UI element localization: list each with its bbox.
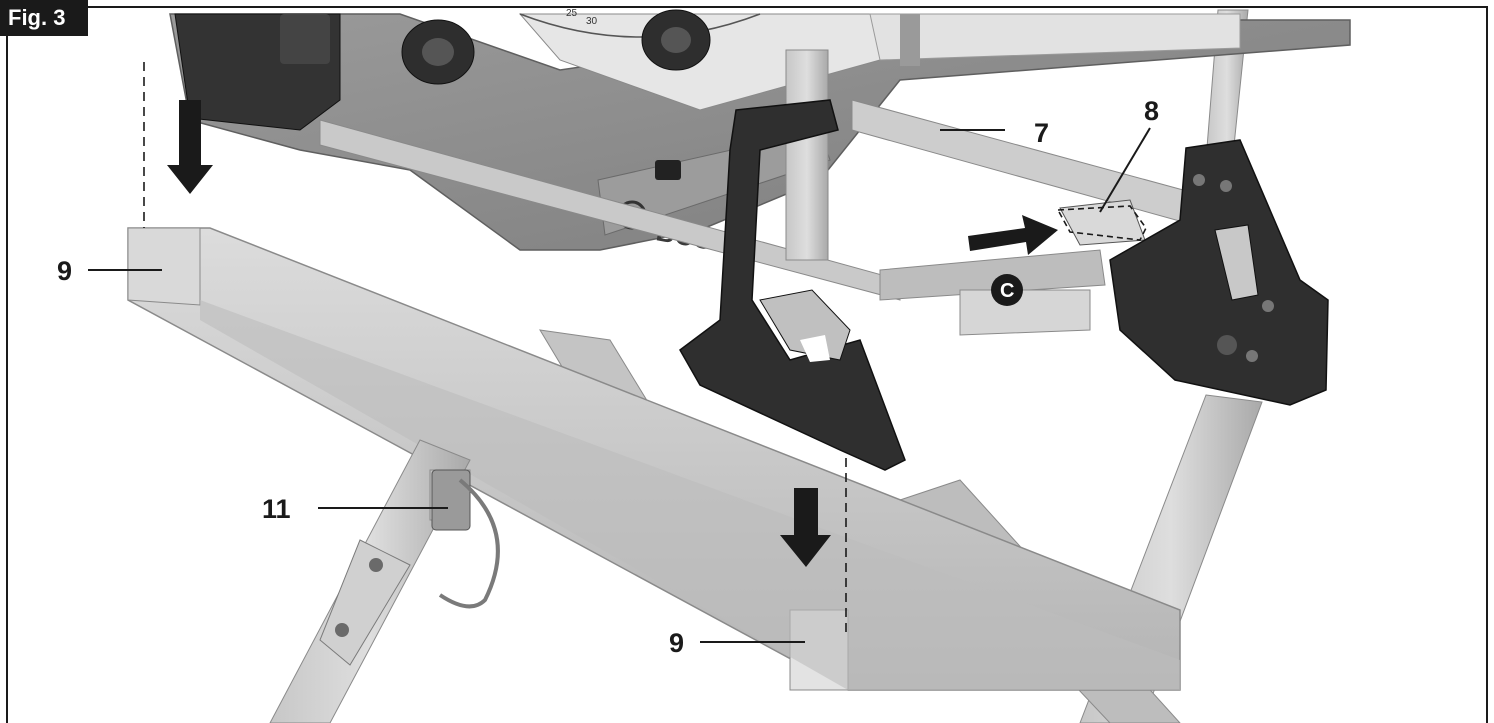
arrow-right [968, 215, 1058, 255]
arrow-down-left [167, 100, 213, 194]
callout-9-left: 9 [57, 256, 72, 286]
stand-front-beam [127, 227, 1181, 691]
bevel-scale-tick-30: 30 [586, 16, 598, 27]
stand-center-post [785, 49, 829, 261]
callout-8: 8 [1144, 96, 1159, 126]
callout-11: 11 [262, 494, 291, 524]
leader-line-8 [1099, 127, 1151, 213]
carry-handle-left [679, 99, 906, 471]
step-marker-c-label: C [1000, 280, 1014, 302]
arrow-down-right [780, 488, 831, 567]
locking-lever [319, 469, 500, 666]
callout-7: 7 [1034, 118, 1049, 148]
bevel-scale: 25 30 [566, 8, 598, 27]
callout-9-bottom: 9 [669, 628, 684, 658]
figure-frame [6, 6, 1488, 723]
step-marker-c: C [991, 274, 1023, 306]
bevel-scale-tick-25: 25 [566, 8, 578, 19]
carry-handle-right [1109, 139, 1329, 406]
figure-label: Fig. 3 [0, 0, 88, 36]
latch-marker [1056, 205, 1147, 241]
